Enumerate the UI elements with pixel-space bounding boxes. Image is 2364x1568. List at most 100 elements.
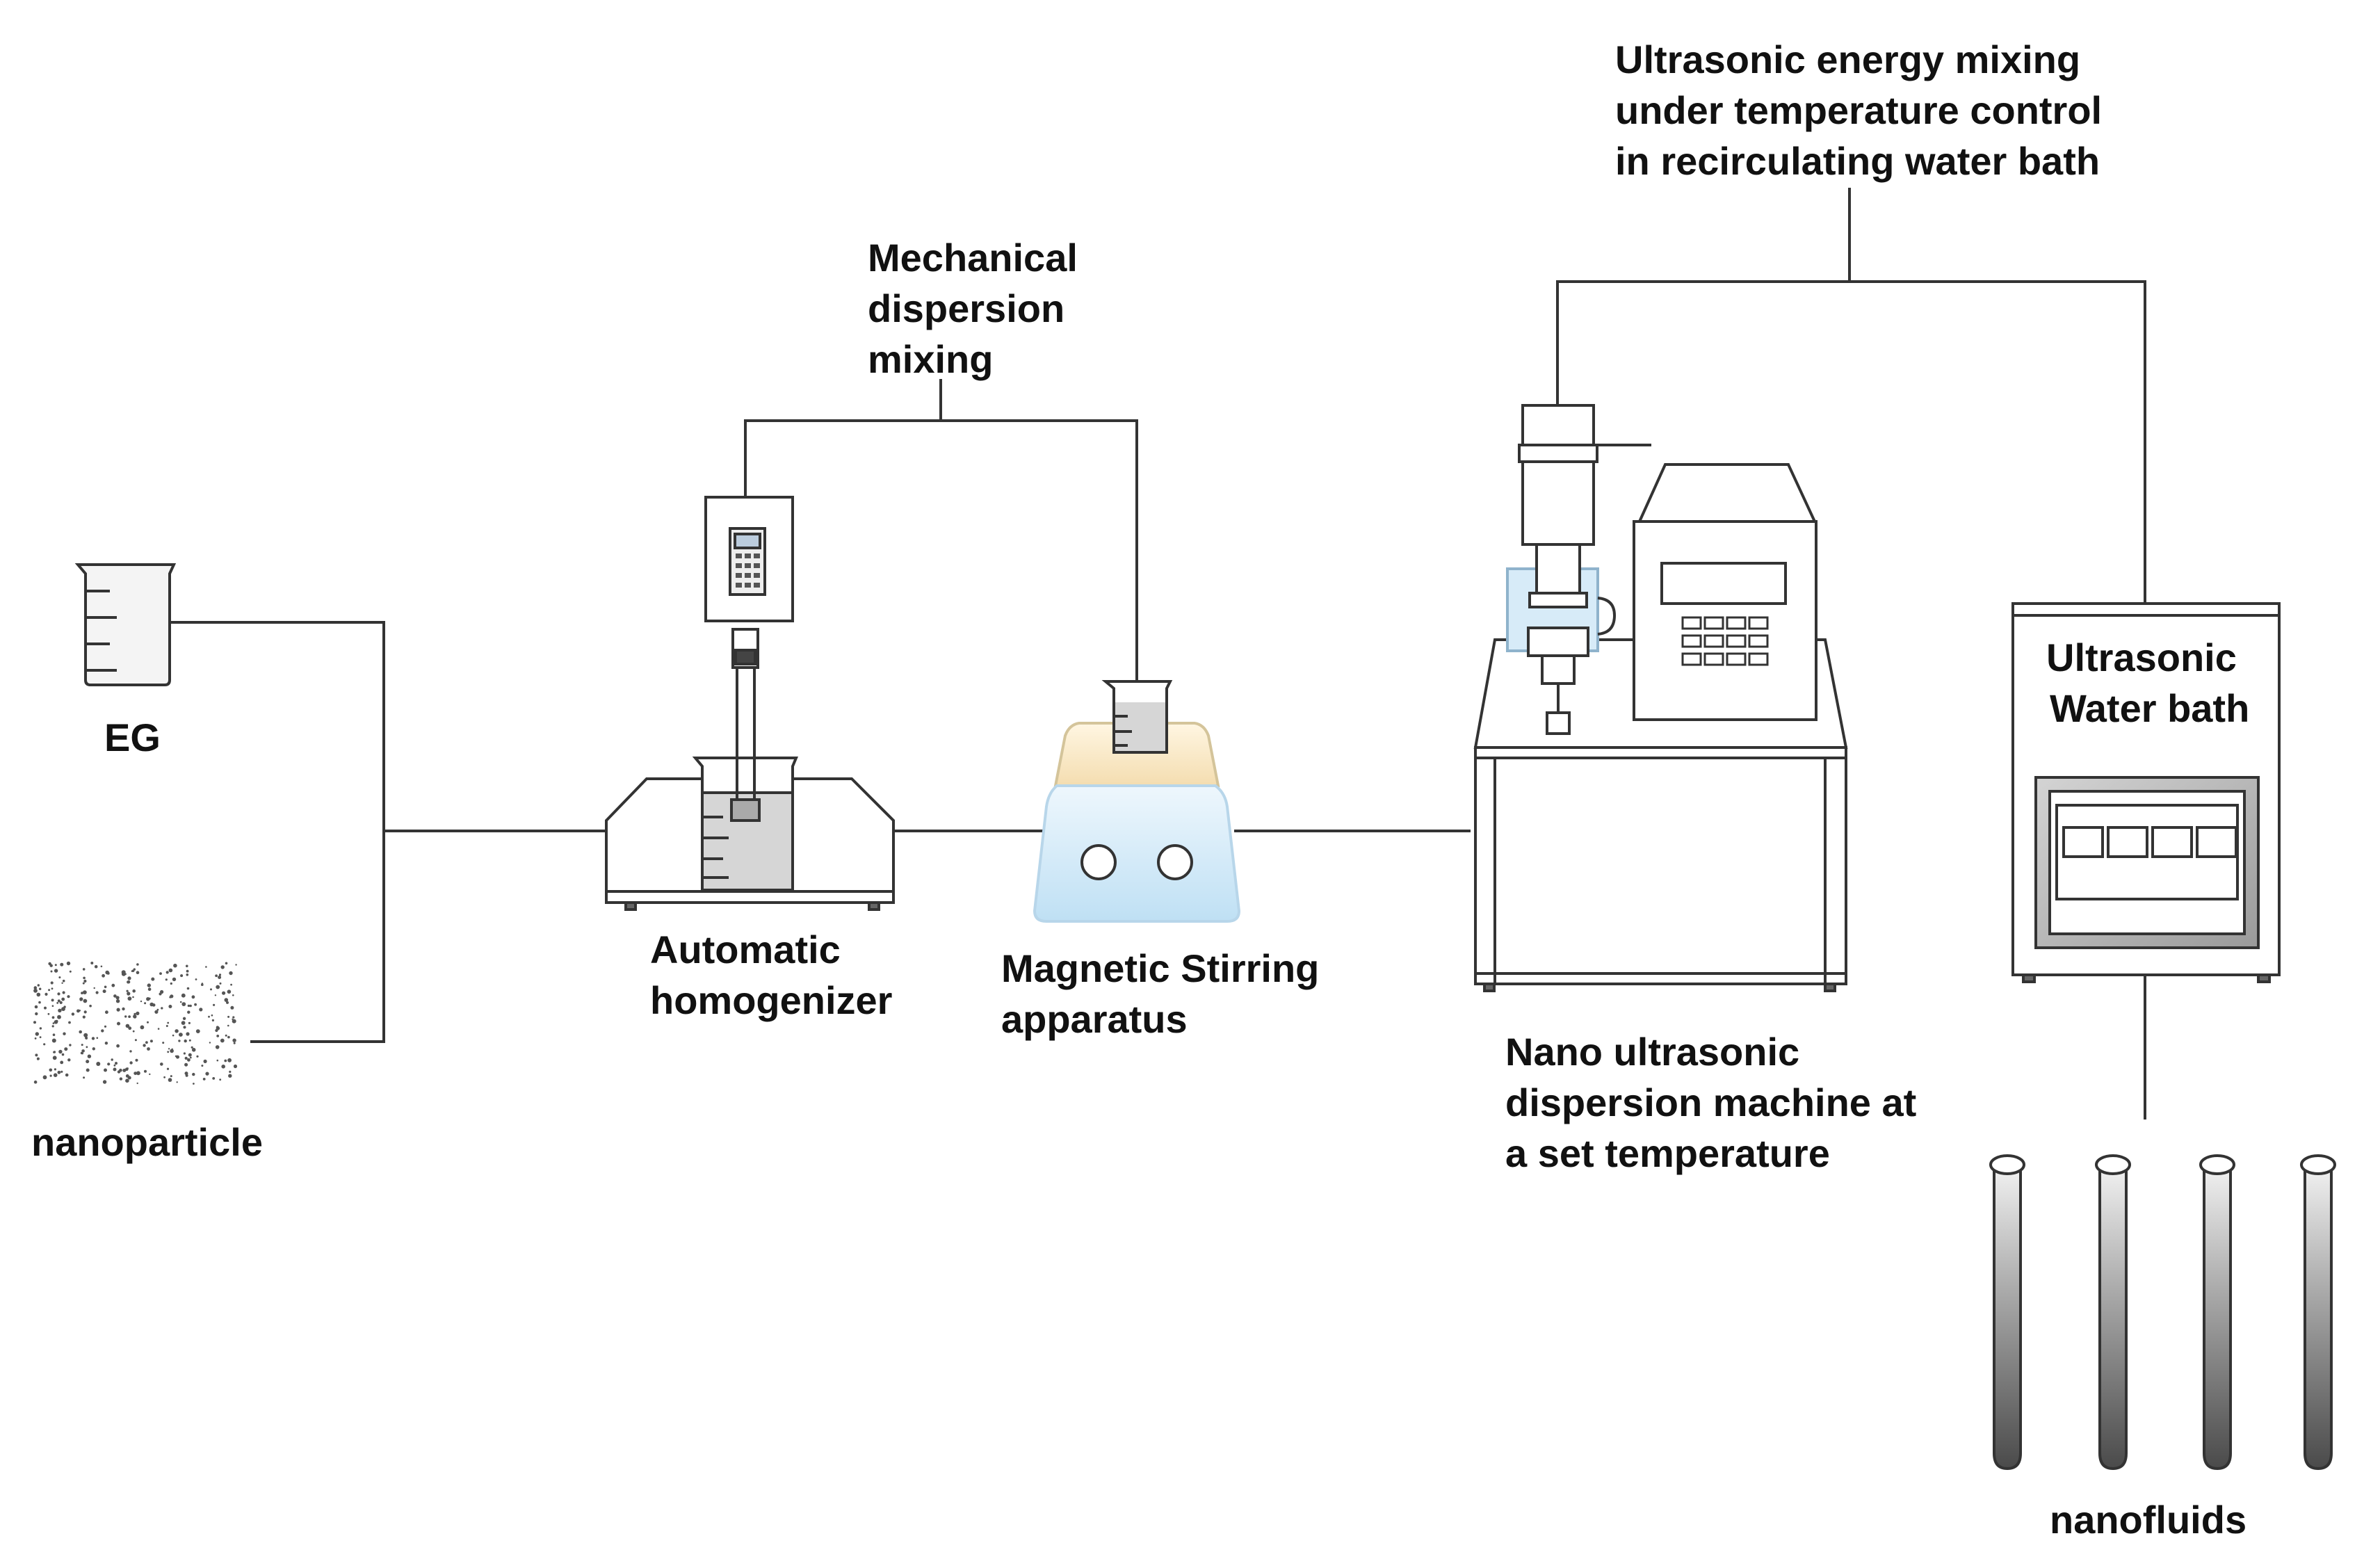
particle-dot: [113, 1067, 117, 1072]
particle-dot: [172, 1034, 175, 1037]
particle-dot: [148, 997, 151, 1000]
particle-dot: [62, 979, 65, 983]
particle-dot: [132, 996, 134, 999]
particle-dot: [136, 1011, 140, 1015]
particle-dot: [34, 1005, 38, 1009]
particle-dot: [39, 1027, 42, 1030]
particle-dot: [230, 1005, 234, 1010]
particle-dot: [151, 977, 155, 981]
particle-dot: [81, 1049, 85, 1053]
particle-dot: [227, 1035, 230, 1039]
homogenizer-icon: [605, 496, 895, 911]
particle-dot: [184, 1062, 188, 1067]
particle-dot: [90, 962, 94, 964]
particle-dot: [93, 987, 95, 989]
particle-dot: [209, 1042, 211, 1044]
particle-dot: [69, 970, 72, 973]
particle-dot: [111, 983, 115, 987]
particle-dot: [49, 1074, 52, 1077]
particle-dot: [184, 1039, 187, 1043]
particle-dot: [182, 1017, 186, 1021]
particle-dot: [57, 1015, 61, 1019]
particle-dot: [39, 1036, 42, 1038]
particle-dot: [227, 1058, 232, 1062]
test-tube-icon: [1989, 1154, 2025, 1471]
particle-dot: [181, 1002, 186, 1006]
particle-dot: [193, 1083, 195, 1085]
particle-dot: [58, 1049, 63, 1054]
particle-dot: [58, 976, 61, 979]
particle-dot: [44, 1006, 47, 1010]
nanoparticle-label: nanoparticle: [31, 1120, 263, 1164]
particle-dot: [33, 988, 38, 993]
particle-dot: [122, 1068, 127, 1072]
particle-dot: [48, 989, 51, 992]
particle-dot: [101, 1029, 104, 1033]
particle-dot: [42, 1075, 47, 1080]
particle-dot: [226, 1001, 229, 1004]
particle-dot: [127, 976, 131, 980]
ultrasonic-energy-label-line3: in recirculating water bath: [1615, 139, 2100, 183]
particle-dot: [176, 1055, 179, 1059]
particle-dot: [54, 964, 57, 967]
particle-dot: [180, 974, 184, 978]
particle-dot: [227, 1024, 229, 1027]
particle-dot: [53, 1051, 56, 1053]
particle-dot: [199, 1008, 203, 1012]
particle-dot: [60, 1060, 64, 1065]
particle-dot: [47, 1012, 50, 1015]
particle-dot: [53, 1073, 58, 1077]
particle-dot: [125, 1024, 130, 1028]
particle-dot: [136, 963, 139, 966]
particle-dot: [36, 992, 41, 997]
particle-dot: [50, 970, 53, 973]
particle-dot: [220, 965, 225, 969]
particle-dot: [133, 1012, 136, 1015]
particle-dot: [140, 1025, 145, 1030]
particle-dot: [44, 992, 48, 996]
particle-dot: [161, 1007, 163, 1010]
particle-dot: [187, 1004, 191, 1008]
magnetic-label-line2: apparatus: [1001, 997, 1188, 1041]
particle-dot: [91, 1037, 95, 1040]
nanoparticle-powder-icon: [33, 961, 238, 1085]
particle-dot: [229, 971, 233, 976]
particle-dot: [222, 991, 226, 995]
particle-dot: [132, 989, 136, 993]
particle-dot: [51, 987, 54, 990]
labels: EG nanoparticle Mechanical dispersion mi…: [31, 38, 2249, 1542]
particle-dot: [92, 1047, 95, 1051]
particle-dot: [121, 970, 126, 975]
particle-dot: [51, 1025, 54, 1028]
particle-dot: [176, 1081, 178, 1083]
particle-dot: [172, 977, 177, 982]
water-bath-label-line1: Ultrasonic: [2046, 636, 2237, 679]
particle-dot: [86, 1046, 88, 1049]
particle-dot: [220, 1038, 225, 1043]
test-tube-icon: [2095, 1154, 2131, 1471]
particle-dot: [71, 1012, 75, 1016]
particle-dot: [205, 966, 207, 968]
particle-dot: [69, 1044, 72, 1046]
particle-dot: [117, 1021, 120, 1026]
particle-dot: [214, 994, 217, 996]
particle-dot: [166, 1067, 170, 1070]
particle-dot: [216, 1059, 219, 1062]
particle-dot: [38, 1001, 41, 1004]
particle-dot: [68, 1021, 71, 1024]
particle-dot: [35, 1053, 38, 1057]
particle-dot: [188, 1021, 191, 1024]
particle-dot: [208, 1015, 210, 1018]
particle-dot: [149, 1040, 153, 1043]
particle-dot: [96, 1062, 101, 1066]
particle-dot: [189, 1004, 192, 1008]
particle-dot: [216, 985, 220, 989]
particle-dot: [186, 1032, 190, 1036]
particle-dot: [61, 982, 63, 985]
particle-dot: [94, 964, 98, 969]
particle-dot: [170, 994, 174, 999]
particle-dot: [183, 1026, 186, 1029]
particle-dot: [115, 999, 120, 1003]
mechanical-label-line2: dispersion: [868, 286, 1064, 330]
particle-dot: [147, 1047, 150, 1051]
